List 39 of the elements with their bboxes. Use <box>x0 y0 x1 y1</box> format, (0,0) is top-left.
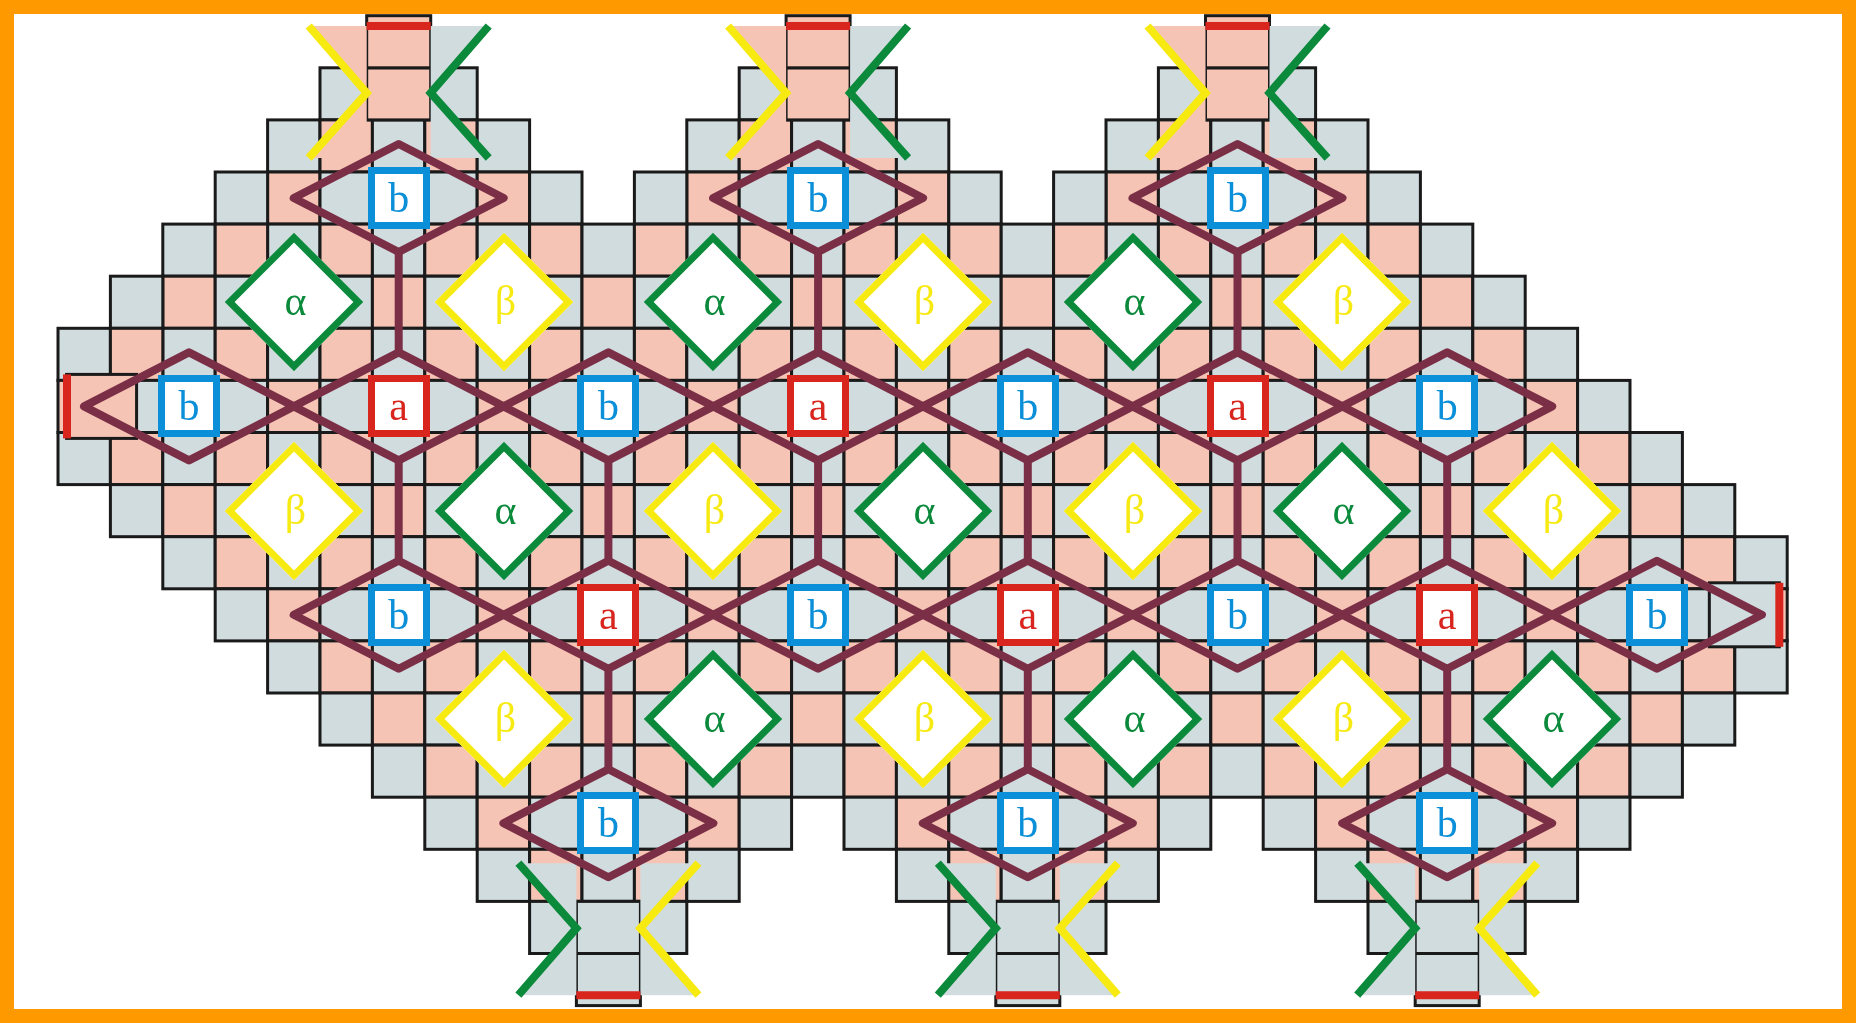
letter-square: b <box>787 583 850 646</box>
greek-letter: β <box>1333 279 1355 322</box>
letter-square: b <box>1206 167 1269 229</box>
letter-square: b <box>158 375 220 438</box>
letter-square: b <box>1206 583 1269 646</box>
greek-letter: α <box>913 488 936 531</box>
letter-square: a <box>1416 583 1479 646</box>
letter-square: b <box>787 167 850 229</box>
letter-square: b <box>996 375 1059 438</box>
letter-square: b <box>1416 792 1479 855</box>
greek-letter: α <box>1123 696 1146 739</box>
greek-letter: β <box>494 279 516 322</box>
letter-square: a <box>577 583 640 646</box>
greek-letter: α <box>1332 488 1355 531</box>
greek-letter: α <box>703 696 726 739</box>
greek-letter: α <box>1123 279 1146 322</box>
greek-letter: β <box>1123 488 1145 531</box>
letter-square: b <box>367 583 430 646</box>
greek-letter: β <box>1333 696 1355 739</box>
greek-letter: β <box>913 696 936 739</box>
letter-square: b <box>996 792 1059 855</box>
letter-square: b <box>367 167 430 229</box>
greek-letter: β <box>494 696 516 739</box>
greek-letter: α <box>284 279 307 322</box>
letter-square: a <box>996 583 1059 646</box>
greek-letter: β <box>1542 488 1565 531</box>
greek-letter: α <box>1542 696 1565 739</box>
letter-square: b <box>577 375 640 438</box>
letter-square: a <box>787 375 850 438</box>
letter-square: a <box>1206 375 1269 438</box>
greek-letter: β <box>913 279 936 322</box>
letter-square: b <box>577 792 640 855</box>
greek-letter: α <box>494 488 517 531</box>
letter-square: b <box>1625 583 1688 646</box>
greek-letter: β <box>284 488 306 531</box>
greek-letter: β <box>704 488 726 531</box>
greek-letter: α <box>703 279 726 322</box>
letter-square: a <box>367 375 430 438</box>
letter-square: b <box>1416 375 1479 438</box>
